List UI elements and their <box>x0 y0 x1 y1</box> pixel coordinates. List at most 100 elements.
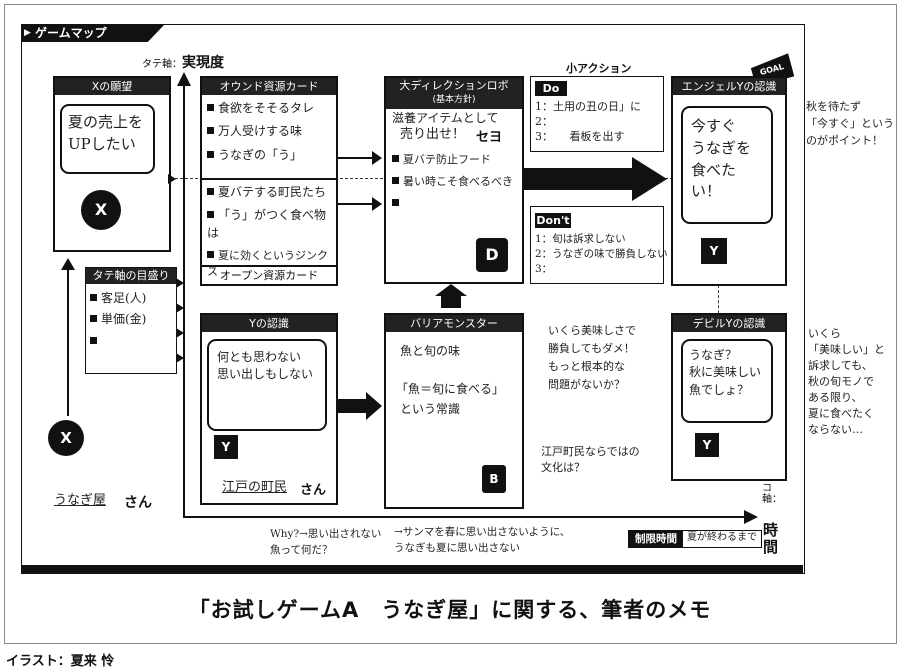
game-map-frame <box>21 24 805 574</box>
angel-y-icon: Y <box>701 238 727 264</box>
do-line: 2： <box>535 115 553 128</box>
owned-item: うなぎの「う」 <box>207 147 314 164</box>
devil-y-icon: Y <box>695 433 719 457</box>
horizontal-axis-arrow <box>744 510 758 524</box>
open-item: 「う」がつく食べ物は <box>207 208 327 240</box>
y-recognition-title: Yの認識 <box>202 315 336 332</box>
arrow-head <box>366 392 382 420</box>
x-character-icon: X <box>81 190 121 230</box>
angel-title: エンジェルYの認識 <box>673 78 785 95</box>
barrier-monster-icon: B <box>482 465 506 493</box>
do-line: 3： 看板を出す <box>535 130 625 143</box>
up-arrow-body <box>441 294 461 308</box>
open-item: 夏に効くというジンクス <box>207 249 328 279</box>
big-arrow-robo-to-angel <box>522 168 637 190</box>
robo-seyo: セヨ <box>476 130 503 145</box>
up-arrow-head <box>435 284 467 296</box>
illustration-credit: イラスト：夏来 怜 <box>6 654 115 669</box>
vertical-axis-label: タテ軸：実現度 <box>142 55 224 71</box>
customer-x-icon: X <box>48 420 84 456</box>
x-wish-pointer <box>168 174 176 184</box>
figure-caption: 「お試しゲームA うなぎ屋」に関する、筆者のメモ <box>188 598 712 622</box>
open-item: 夏バテする町民たち <box>207 184 336 201</box>
open-title: オープン資源カード <box>202 265 336 284</box>
big-arrow-head <box>632 157 667 201</box>
robo-header: 大ディレクションロボ (基本方針) <box>386 78 522 109</box>
scale-tick-3 <box>176 328 184 338</box>
axis-scale-item: 単価(金) <box>90 311 146 328</box>
customer-name: うなぎ屋 <box>54 493 107 508</box>
dont-label: Don't <box>535 213 571 228</box>
axis-scale-card: タテ軸の目盛り 客足(人) 単価(金) <box>85 267 177 374</box>
time-limit: 制限時間 夏が終わるまで <box>628 530 762 548</box>
robo-line1: 滋養アイテムとして <box>392 111 499 125</box>
customer-suffix: さん <box>300 483 327 498</box>
do-label: Do <box>535 81 567 96</box>
axis-scale-item <box>90 333 146 350</box>
do-box: Do 1：土用の丑の日」に 2： 3： 看板を出す <box>530 76 664 152</box>
owned-resource-card: オウンド資源カード 食欲をそそるタレ 万人受けする味 うなぎの「う」 夏バテする… <box>200 76 338 286</box>
dont-line: 1：旬は訴求しない <box>535 233 626 245</box>
owned-item: 万人受けする味 <box>207 123 314 140</box>
robo-item <box>392 196 513 212</box>
barrier-line3: という常識 <box>400 402 461 416</box>
axis-scale-item: 客足(人) <box>90 290 146 307</box>
map-bottom-bar <box>21 565 803 573</box>
horizontal-axis-label: 時間 <box>763 521 779 556</box>
barrier-card: バリアモンスター 魚と旬の味 「魚＝旬に食べる」 という常識 B <box>384 313 524 509</box>
robot-icon: D <box>476 238 508 272</box>
why-note: Why?→思い出されない 魚って何だ？ <box>270 528 382 556</box>
arrow-y-to-barrier <box>338 399 368 413</box>
small-action-label: 小アクション <box>566 62 632 75</box>
owned-item: 食欲をそそるタレ <box>207 100 314 117</box>
customer-name-suffix: さん <box>124 495 152 511</box>
angel-note: 秋を待たず 「今すぐ」という のがポイント！ <box>806 100 894 147</box>
y-recognition-card: Yの認識 何とも思わない 思い出しもしない Y 江戸の町民 さん <box>200 313 338 505</box>
devil-card: デビルYの認識 うなぎ？ 秋に美味しい 魚でしょ？ Y <box>671 313 787 481</box>
time-limit-label: 制限時間 <box>629 531 683 547</box>
scale-tick-1 <box>176 278 184 288</box>
customer-type: 江戸の町民 <box>222 480 288 495</box>
devil-title: デビルYの認識 <box>673 315 785 332</box>
arrow-head <box>372 197 382 211</box>
arrow-head <box>372 151 382 165</box>
vertical-axis-arrow <box>177 72 191 86</box>
dont-line: 2：うなぎの味で勝負しない <box>535 248 668 260</box>
angel-text: 今すぐ うなぎを 食べたい！ <box>681 106 773 224</box>
time-limit-value: 夏が終わるまで <box>687 532 757 543</box>
horizontal-axis <box>183 516 745 518</box>
do-line: 1：土用の丑の日」に <box>535 100 641 113</box>
barrier-line2: 「魚＝旬に食べる」 <box>396 382 505 396</box>
y-icon: Y <box>214 435 238 459</box>
page-frame <box>4 4 897 644</box>
y-recognition-text: 何とも思わない 思い出しもしない <box>207 339 327 431</box>
owned-title: オウンド資源カード <box>202 78 336 95</box>
x-wish-text: 夏の売上を UPしたい <box>60 104 155 174</box>
x-wish-title: Xの願望 <box>55 78 169 95</box>
direction-robo-card: 大ディレクションロボ (基本方針) 滋養アイテムとして 売り出せ！ セヨ 夏バテ… <box>384 76 524 284</box>
angel-card: エンジェルYの認識 今すぐ うなぎを 食べたい！ Y <box>671 76 787 286</box>
barrier-title: バリアモンスター <box>386 315 522 332</box>
dont-box: Don't 1：旬は訴求しない 2：うなぎの味で勝負しない 3： <box>530 206 668 284</box>
arrow-open-to-robo <box>336 203 376 205</box>
edo-note: 江戸町民ならではの 文化は？ <box>541 445 640 474</box>
vertical-axis <box>183 85 185 517</box>
robo-item: 暑い時こそ食べるべき <box>392 174 513 190</box>
barrier-note: いくら美味しさで 勝負してもダメ！ もっと根本的な 問題がないか？ <box>548 324 636 391</box>
arrow-owned-to-robo <box>336 157 376 159</box>
owned-divider <box>202 178 336 180</box>
x-wish-card: Xの願望 夏の売上を UPしたい X <box>53 76 171 252</box>
robo-line2: 売り出せ！ <box>400 127 466 142</box>
map-header: ゲームマップ <box>21 24 165 42</box>
sanma-note: →サンマを春に思い出さないように、 うなぎも夏に思い出さない <box>394 526 571 554</box>
robo-item: 夏バテ防止フード <box>392 152 513 168</box>
left-up-arrow-head <box>61 258 75 270</box>
axis-scale-title: タテ軸の目盛り <box>86 268 176 284</box>
left-up-arrow-line <box>67 268 69 416</box>
devil-note: いくら 「美味しい」と 訴求しても、 秋の旬モノで ある限り、 夏に食べたく な… <box>808 327 885 436</box>
scale-tick-4 <box>176 353 184 363</box>
scale-tick-2 <box>176 303 184 313</box>
dont-line: 3： <box>535 263 553 275</box>
barrier-line1: 魚と旬の味 <box>400 344 461 358</box>
devil-text: うなぎ？ 秋に美味しい 魚でしょ？ <box>681 339 773 423</box>
